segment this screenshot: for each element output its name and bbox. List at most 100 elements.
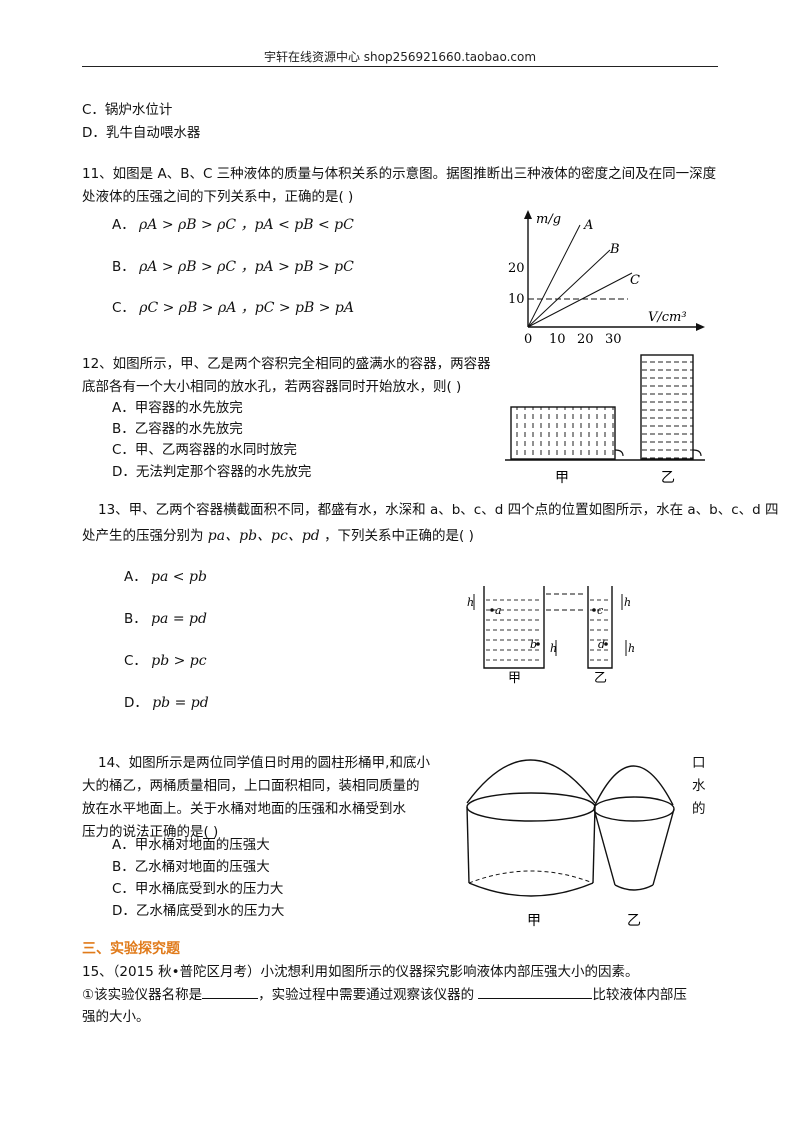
q15-stem-line1: 15、（2015 秋•普陀区月考）小沈想利用如图所示的仪器探究影响液体内部压强大… xyxy=(82,964,639,980)
q13-label-c: c xyxy=(597,604,603,617)
q11-option-b-label: B． xyxy=(112,259,135,275)
jia-left-side xyxy=(466,806,470,884)
graph-line-c xyxy=(527,272,633,328)
q13-option-b-expr: pa = pd xyxy=(151,611,207,627)
q13-label-jia: 甲 xyxy=(508,671,521,685)
graph-label-a: A xyxy=(583,218,593,233)
q13-option-d-expr: pb = pd xyxy=(152,695,209,711)
graph-xtick-30: 30 xyxy=(605,332,622,347)
q14-side-3: 的 xyxy=(692,801,706,817)
q12-label-yi: 乙 xyxy=(661,470,675,486)
q13-option-a-label: A． xyxy=(124,569,147,585)
q12-option-b: B．乙容器的水先放完 xyxy=(112,421,243,437)
q13-label-d: d xyxy=(598,638,605,651)
q11-option-b: B． ρA > ρB > ρC ，pA > pB > pC xyxy=(112,255,354,276)
q15-stem-part-b: ，实验过程中需要通过观察该仪器的 xyxy=(258,987,475,1003)
q13-option-a: A． pa < pb xyxy=(124,565,207,585)
page-header: 宇轩在线资源中心 shop256921660.taobao.com xyxy=(263,50,537,64)
q13-stem-vars: pa、pb、pc、pd xyxy=(207,528,320,544)
q11-option-a-expr: ρA > ρB > ρC ，pA < pB < pC xyxy=(139,217,354,233)
point-c xyxy=(592,608,596,612)
jia-bottom xyxy=(468,882,594,897)
q12-option-a: A．甲容器的水先放完 xyxy=(112,400,243,416)
q11-option-b-expr: ρA > ρB > ρC ，pA > pB > pC xyxy=(139,259,354,275)
container-yi xyxy=(640,354,694,460)
graph-ytick-20: 20 xyxy=(508,261,525,276)
q14-buckets-figure: 甲 乙 xyxy=(466,759,675,929)
q11-option-c-label: C． xyxy=(112,300,135,316)
point-a xyxy=(490,608,494,612)
container-yi xyxy=(587,586,613,669)
container-jia xyxy=(510,406,616,460)
yi-water xyxy=(590,599,610,661)
q13-option-d: D． pb = pd xyxy=(124,691,209,711)
jia-rim xyxy=(466,792,596,822)
q14-label-yi: 乙 xyxy=(627,913,641,929)
graph-x-arrow xyxy=(696,323,705,331)
q13-stem-pre: 处产生的压强分别为 xyxy=(82,528,204,544)
q15-stem-line2: ①该实验仪器名称是 ，实验过程中需要通过观察该仪器的 比较液体内部压 xyxy=(82,983,687,1003)
q13-stem-line2: 处产生的压强分别为 pa、pb、pc、pd ，下列关系中正确的是( ) xyxy=(82,524,474,545)
q14-stem-line3: 放在水平地面上。关于水桶对地面的压强和水桶受到水 xyxy=(82,801,406,817)
header-rule xyxy=(82,66,718,67)
jia-outlet xyxy=(614,449,624,457)
q13-label-b: b xyxy=(530,638,537,651)
jia-handle xyxy=(466,759,596,804)
q13-stem-line1: 13、甲、乙两个容器横截面积不同，都盛有水，水深和 a、b、c、d 四个点的位置… xyxy=(98,502,779,518)
graph-label-b: B xyxy=(609,242,620,257)
graph-ytick-10: 10 xyxy=(508,292,525,307)
graph-ylabel: m/g xyxy=(536,212,561,227)
q12-stem-line1: 12、如图所示，甲、乙是两个容积完全相同的盛满水的容器，两容器 xyxy=(82,356,491,372)
q15-stem-line3: 强的大小。 xyxy=(82,1009,150,1025)
q15-blank-1[interactable] xyxy=(202,984,259,999)
q13-option-a-expr: pa < pb xyxy=(151,569,207,585)
q11-option-a: A． ρA > ρB > ρC ，pA < pB < pC xyxy=(112,213,354,234)
q15-stem-part-a: ①该实验仪器名称是 xyxy=(82,987,203,1003)
jia-water xyxy=(486,599,542,661)
q11-mass-volume-graph: m/g A B C 20 10 0 10 20 30 V/cm³ xyxy=(508,210,705,347)
q13-option-b: B． pa = pd xyxy=(124,607,207,627)
q13-stem-post: ，下列关系中正确的是( ) xyxy=(324,528,474,544)
q13-label-h-jia: h xyxy=(467,596,474,609)
q12-containers-figure: 甲 乙 xyxy=(505,354,705,486)
q12-stem-line2: 底部各有一个大小相同的放水孔，若两容器同时开始放水，则( ) xyxy=(82,379,462,395)
yi-right-side xyxy=(652,808,675,886)
prev-option-c: C．锅炉水位计 xyxy=(82,102,173,118)
point-d xyxy=(604,642,608,646)
q14-option-c: C．甲水桶底受到水的压力大 xyxy=(112,881,284,897)
q14-label-jia: 甲 xyxy=(527,913,541,929)
q13-label-a: a xyxy=(495,604,502,617)
q13-label-h-yi: h xyxy=(624,596,631,609)
q13-option-b-label: B． xyxy=(124,611,147,627)
jia-bottom-back xyxy=(468,870,594,884)
graph-xtick-10: 10 xyxy=(549,332,566,347)
q15-stem-part-c: 比较液体内部压 xyxy=(592,987,687,1003)
prev-option-d: D．乳牛自动喂水器 xyxy=(82,125,201,141)
q13-option-c-label: C． xyxy=(124,653,147,669)
q15-blank-2[interactable] xyxy=(478,984,593,999)
q13-option-d-label: D． xyxy=(124,695,148,711)
yi-outlet xyxy=(692,449,702,457)
graph-label-c: C xyxy=(630,273,640,288)
q11-option-c-expr: ρC > ρB > ρA ，pC > pB > pA xyxy=(139,300,355,316)
q13-label-yi: 乙 xyxy=(594,671,607,685)
q13-option-c: C． pb > pc xyxy=(124,649,207,669)
section-title-experiment: 三、实验探究题 xyxy=(82,941,180,957)
q11-option-c: C． ρC > ρB > ρA ，pC > pB > pA xyxy=(112,296,354,317)
q13-label-h-jia-bottom: h xyxy=(550,642,557,655)
q14-side-1: 口 xyxy=(692,755,706,771)
graph-line-a xyxy=(527,224,581,328)
yi-rim xyxy=(593,796,675,822)
q12-label-jia: 甲 xyxy=(555,470,569,486)
q12-option-d: D．无法判定那个容器的水先放完 xyxy=(112,464,312,480)
graph-y-arrow xyxy=(524,210,532,219)
graph-xtick-0: 0 xyxy=(524,332,532,347)
q14-stem-line2: 大的桶乙，两桶质量相同，上口面积相同，装相同质量的 xyxy=(82,778,420,794)
q11-stem-line2: 处液体的压强之间的下列关系中，正确的是( ) xyxy=(82,189,354,205)
q14-option-b: B．乙水桶对地面的压强大 xyxy=(112,859,270,875)
graph-line-b xyxy=(527,249,611,328)
q13-label-h-yi-bottom: h xyxy=(628,642,635,655)
yi-handle xyxy=(594,765,674,806)
point-b xyxy=(536,642,540,646)
graph-xtick-20: 20 xyxy=(577,332,594,347)
